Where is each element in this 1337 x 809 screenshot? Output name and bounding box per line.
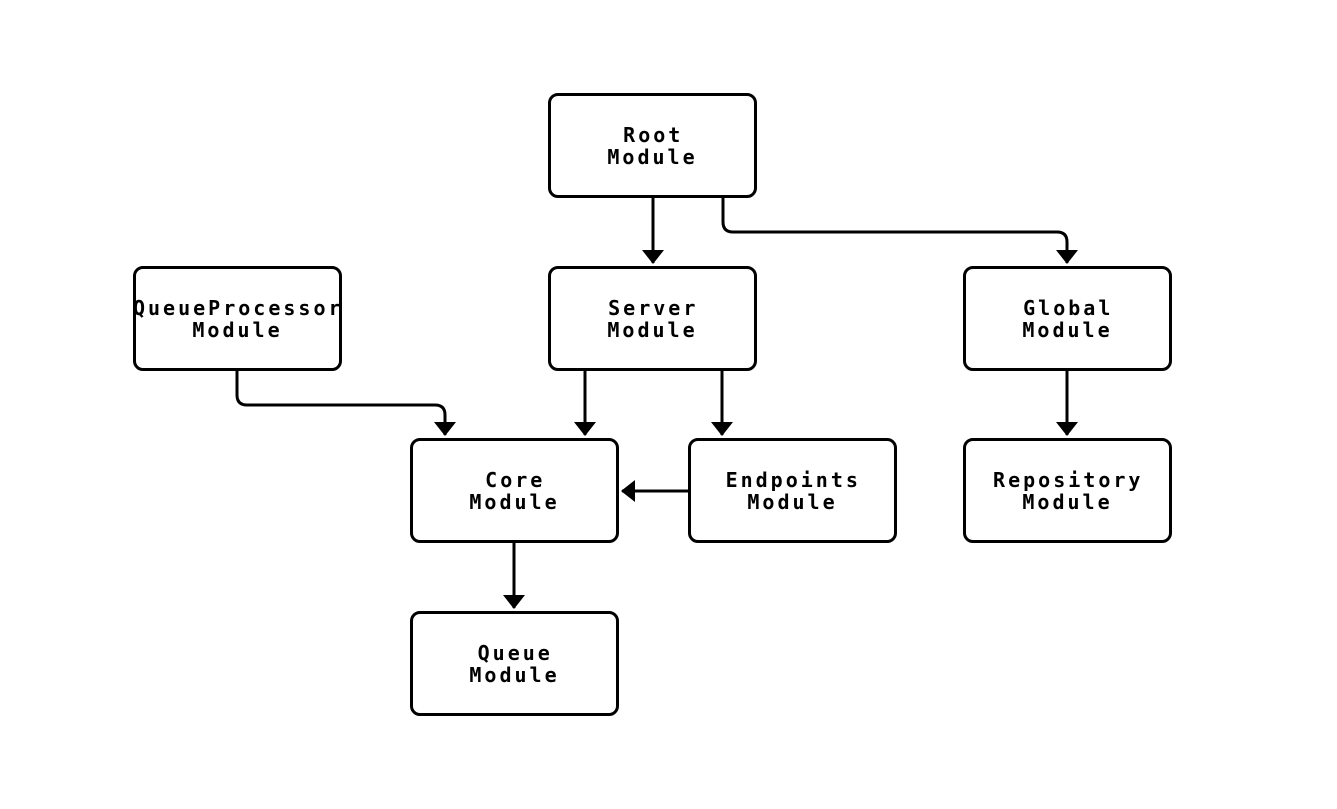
node-queueprocessor-label: QueueProcessor Module [132, 295, 344, 342]
node-global: Global Module [963, 266, 1172, 371]
node-global-label: Global Module [1022, 295, 1114, 342]
edge-root-to-global [721, 198, 1078, 264]
node-endpoints: Endpoints Module [688, 438, 897, 543]
node-core: Core Module [410, 438, 619, 543]
node-server-label: Server Module [607, 295, 699, 342]
node-endpoints-label: Endpoints Module [725, 467, 861, 514]
node-repository: Repository Module [963, 438, 1172, 543]
node-repository-label: Repository Module [993, 467, 1144, 514]
edges-group [235, 198, 1078, 609]
node-root-label: Root Module [607, 122, 698, 169]
node-queue: Queue Module [410, 611, 619, 716]
node-queueprocessor: QueueProcessor Module [133, 266, 342, 371]
node-server: Server Module [548, 266, 757, 371]
node-root: Root Module [548, 93, 757, 198]
edge-queueprocessor-to-core [235, 371, 456, 436]
node-core-label: Core Module [469, 467, 560, 514]
node-queue-label: Queue Module [469, 640, 560, 687]
